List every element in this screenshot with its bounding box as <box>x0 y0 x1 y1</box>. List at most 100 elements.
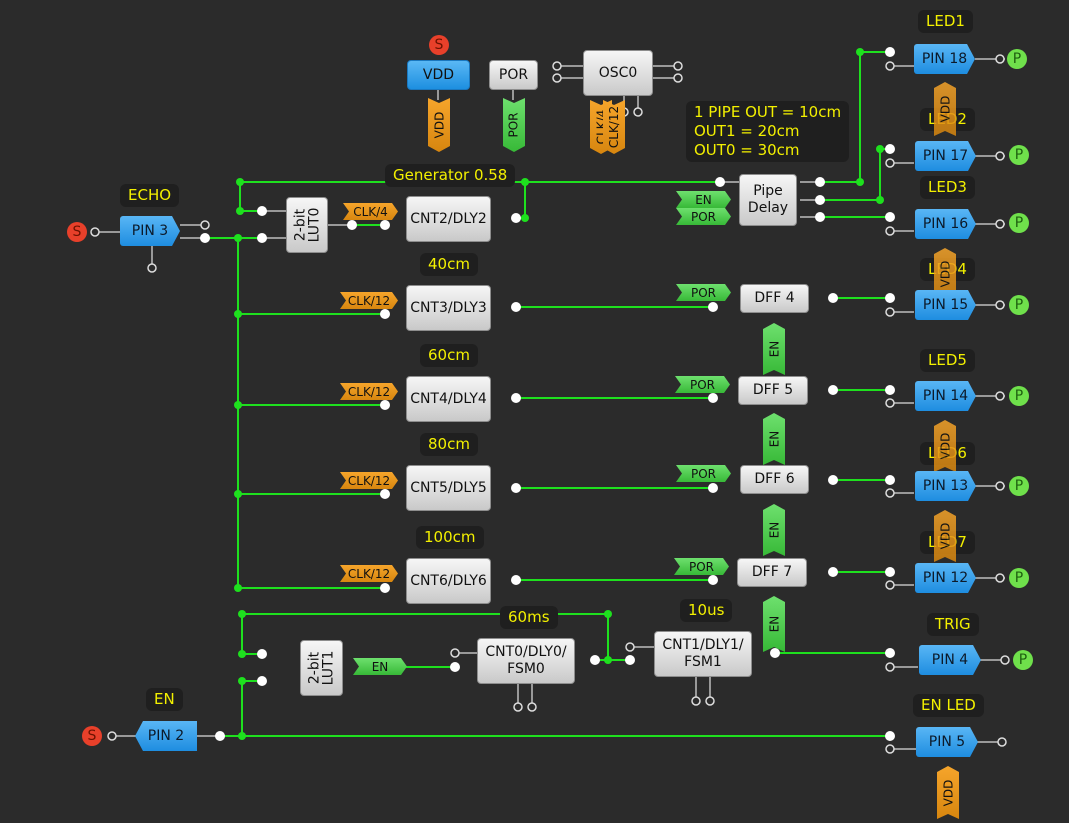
note-40cm: 40cm <box>420 253 478 276</box>
tag-en: EN <box>763 413 785 465</box>
tag-clk12: CLK/12 <box>340 383 398 400</box>
tag-en: EN <box>763 596 785 652</box>
pin-4[interactable]: PIN 4 <box>919 645 981 675</box>
pin-17[interactable]: PIN 17 <box>915 141 976 171</box>
note-generator: Generator 0.58 <box>385 164 516 187</box>
wire <box>241 614 262 655</box>
tag-por: POR <box>503 98 525 152</box>
lut0-label: LUT0 <box>306 207 322 243</box>
note-100cm: 100cm <box>416 526 484 549</box>
pin-15[interactable]: PIN 15 <box>915 290 976 320</box>
tag-en: EN <box>353 658 407 675</box>
lut1-label: 2-bit <box>306 651 323 685</box>
tag-vdd: VDD <box>934 420 956 472</box>
tag-por: POR <box>676 208 731 225</box>
cnt4-block[interactable]: CNT4/DLY4 <box>406 376 491 422</box>
note-led1: LED1 <box>918 10 973 33</box>
note-en-led: EN LED <box>913 694 984 717</box>
tag-por: POR <box>676 465 731 482</box>
wire <box>516 182 526 219</box>
pipe-info-line: OUT0 = 30cm <box>694 141 800 159</box>
note-led3: LED3 <box>920 176 975 199</box>
pipe-info-line: OUT1 = 20cm <box>694 122 800 140</box>
osc0-block[interactable]: OSC0 <box>583 50 653 96</box>
pull-marker: P <box>1009 476 1029 496</box>
pin-5[interactable]: PIN 5 <box>916 727 978 757</box>
note-en: EN <box>146 688 183 711</box>
tag-por: POR <box>675 376 730 393</box>
tag-por: POR <box>674 558 729 575</box>
lut0-label: 2-bit <box>292 208 308 242</box>
vdd-block[interactable]: VDD <box>407 60 470 90</box>
pipe-label: Pipe <box>753 183 783 199</box>
pin-14[interactable]: PIN 14 <box>915 381 976 411</box>
pipe-info-line: 1 PIPE OUT = 10cm <box>694 103 842 121</box>
pin-3[interactable]: PIN 3 <box>120 216 180 246</box>
dff7-block[interactable]: DFF 7 <box>737 558 807 587</box>
cnt0-block[interactable]: CNT0/DLY0/FSM0 <box>477 638 575 684</box>
note-echo: ECHO <box>120 184 180 207</box>
cnt1-label: FSM1 <box>684 654 722 670</box>
wire <box>239 182 260 212</box>
pull-marker: P <box>1009 568 1029 588</box>
note-trig: TRIG <box>927 613 979 636</box>
pin-12[interactable]: PIN 12 <box>915 563 976 593</box>
note-10us: 10us <box>680 599 733 622</box>
supply-marker: S <box>82 726 102 746</box>
note-led5: LED5 <box>920 349 975 372</box>
tag-clk12: CLK/12 <box>340 292 398 309</box>
cnt0-label: CNT0/DLY0/ <box>485 644 567 660</box>
cnt1-label: CNT1/DLY1/ <box>662 637 744 653</box>
pull-marker: P <box>1009 295 1029 315</box>
tag-en: EN <box>676 191 731 208</box>
pull-marker: P <box>1009 145 1029 165</box>
tag-vdd: VDD <box>428 98 450 152</box>
dff4-block[interactable]: DFF 4 <box>740 284 809 313</box>
note-60cm: 60cm <box>420 344 478 367</box>
tag-en: EN <box>763 323 785 375</box>
dff5-block[interactable]: DFF 5 <box>738 376 808 405</box>
pull-marker: P <box>1009 386 1029 406</box>
tag-clk12: CLK/12 <box>603 100 625 154</box>
wire <box>241 680 262 736</box>
tag-clk4: CLK/4 <box>343 203 398 220</box>
junctions <box>234 48 884 740</box>
cnt0-label: FSM0 <box>507 661 545 677</box>
cnt2-block[interactable]: CNT2/DLY2 <box>406 196 491 242</box>
pull-marker: P <box>1009 213 1029 233</box>
supply-marker: S <box>67 222 87 242</box>
por-block[interactable]: POR <box>489 60 538 90</box>
tag-vdd: VDD <box>937 766 959 819</box>
pull-marker: P <box>1013 650 1033 670</box>
cnt6-block[interactable]: CNT6/DLY6 <box>406 558 491 604</box>
tag-clk12: CLK/12 <box>340 472 398 489</box>
tag-en: EN <box>763 504 785 556</box>
lut1-label: LUT1 <box>320 650 337 686</box>
cnt3-block[interactable]: CNT3/DLY3 <box>406 285 491 331</box>
pipe-label: Delay <box>747 200 789 216</box>
tag-clk12: CLK/12 <box>340 565 398 582</box>
cnt1-block[interactable]: CNT1/DLY1/FSM1 <box>654 631 752 677</box>
pull-marker: P <box>1007 49 1027 69</box>
tag-vdd: VDD <box>934 510 956 562</box>
port-dots <box>200 47 895 741</box>
note-pipe-info: 1 PIPE OUT = 10cm OUT1 = 20cm OUT0 = 30c… <box>686 101 850 162</box>
supply-marker: S <box>429 35 449 55</box>
tag-por: POR <box>676 284 731 301</box>
wire <box>820 51 890 183</box>
pin-2[interactable]: PIN 2 <box>135 721 197 751</box>
dff6-block[interactable]: DFF 6 <box>740 465 809 494</box>
pin-18[interactable]: PIN 18 <box>914 44 975 74</box>
wire <box>237 238 385 589</box>
cnt5-block[interactable]: CNT5/DLY5 <box>406 465 491 511</box>
tag-vdd: VDD <box>934 248 956 300</box>
note-80cm: 80cm <box>420 433 478 456</box>
pin-13[interactable]: PIN 13 <box>915 471 976 501</box>
note-60ms: 60ms <box>500 606 558 629</box>
pin-16[interactable]: PIN 16 <box>915 209 976 239</box>
